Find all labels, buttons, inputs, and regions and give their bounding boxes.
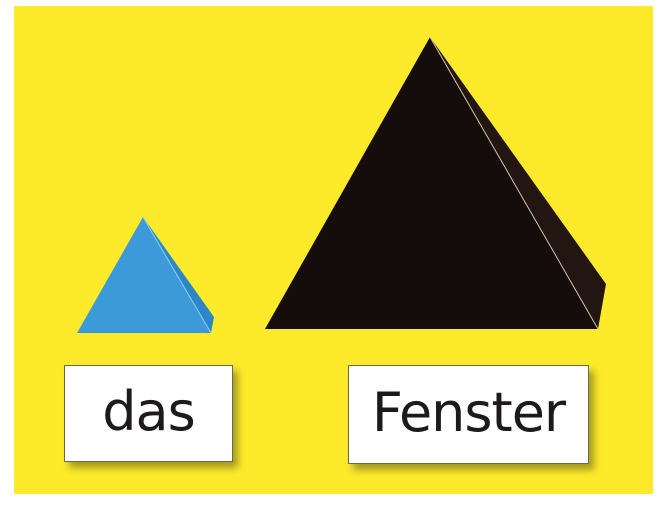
small-pyramid-front-face (77, 217, 211, 333)
small-blue-pyramid (77, 216, 214, 334)
large-pyramid-front-face (265, 37, 598, 329)
small-pyramid-edge (142, 216, 212, 334)
word-card-left: das (64, 365, 233, 462)
large-pyramid-edge (429, 36, 599, 330)
word-das: das (102, 379, 196, 443)
small-pyramid-side-face (143, 217, 214, 333)
word-fenster: Fenster (371, 380, 566, 444)
large-pyramid-side-face (430, 37, 606, 329)
large-black-pyramid (265, 36, 606, 330)
word-card-right: Fenster (348, 365, 589, 464)
